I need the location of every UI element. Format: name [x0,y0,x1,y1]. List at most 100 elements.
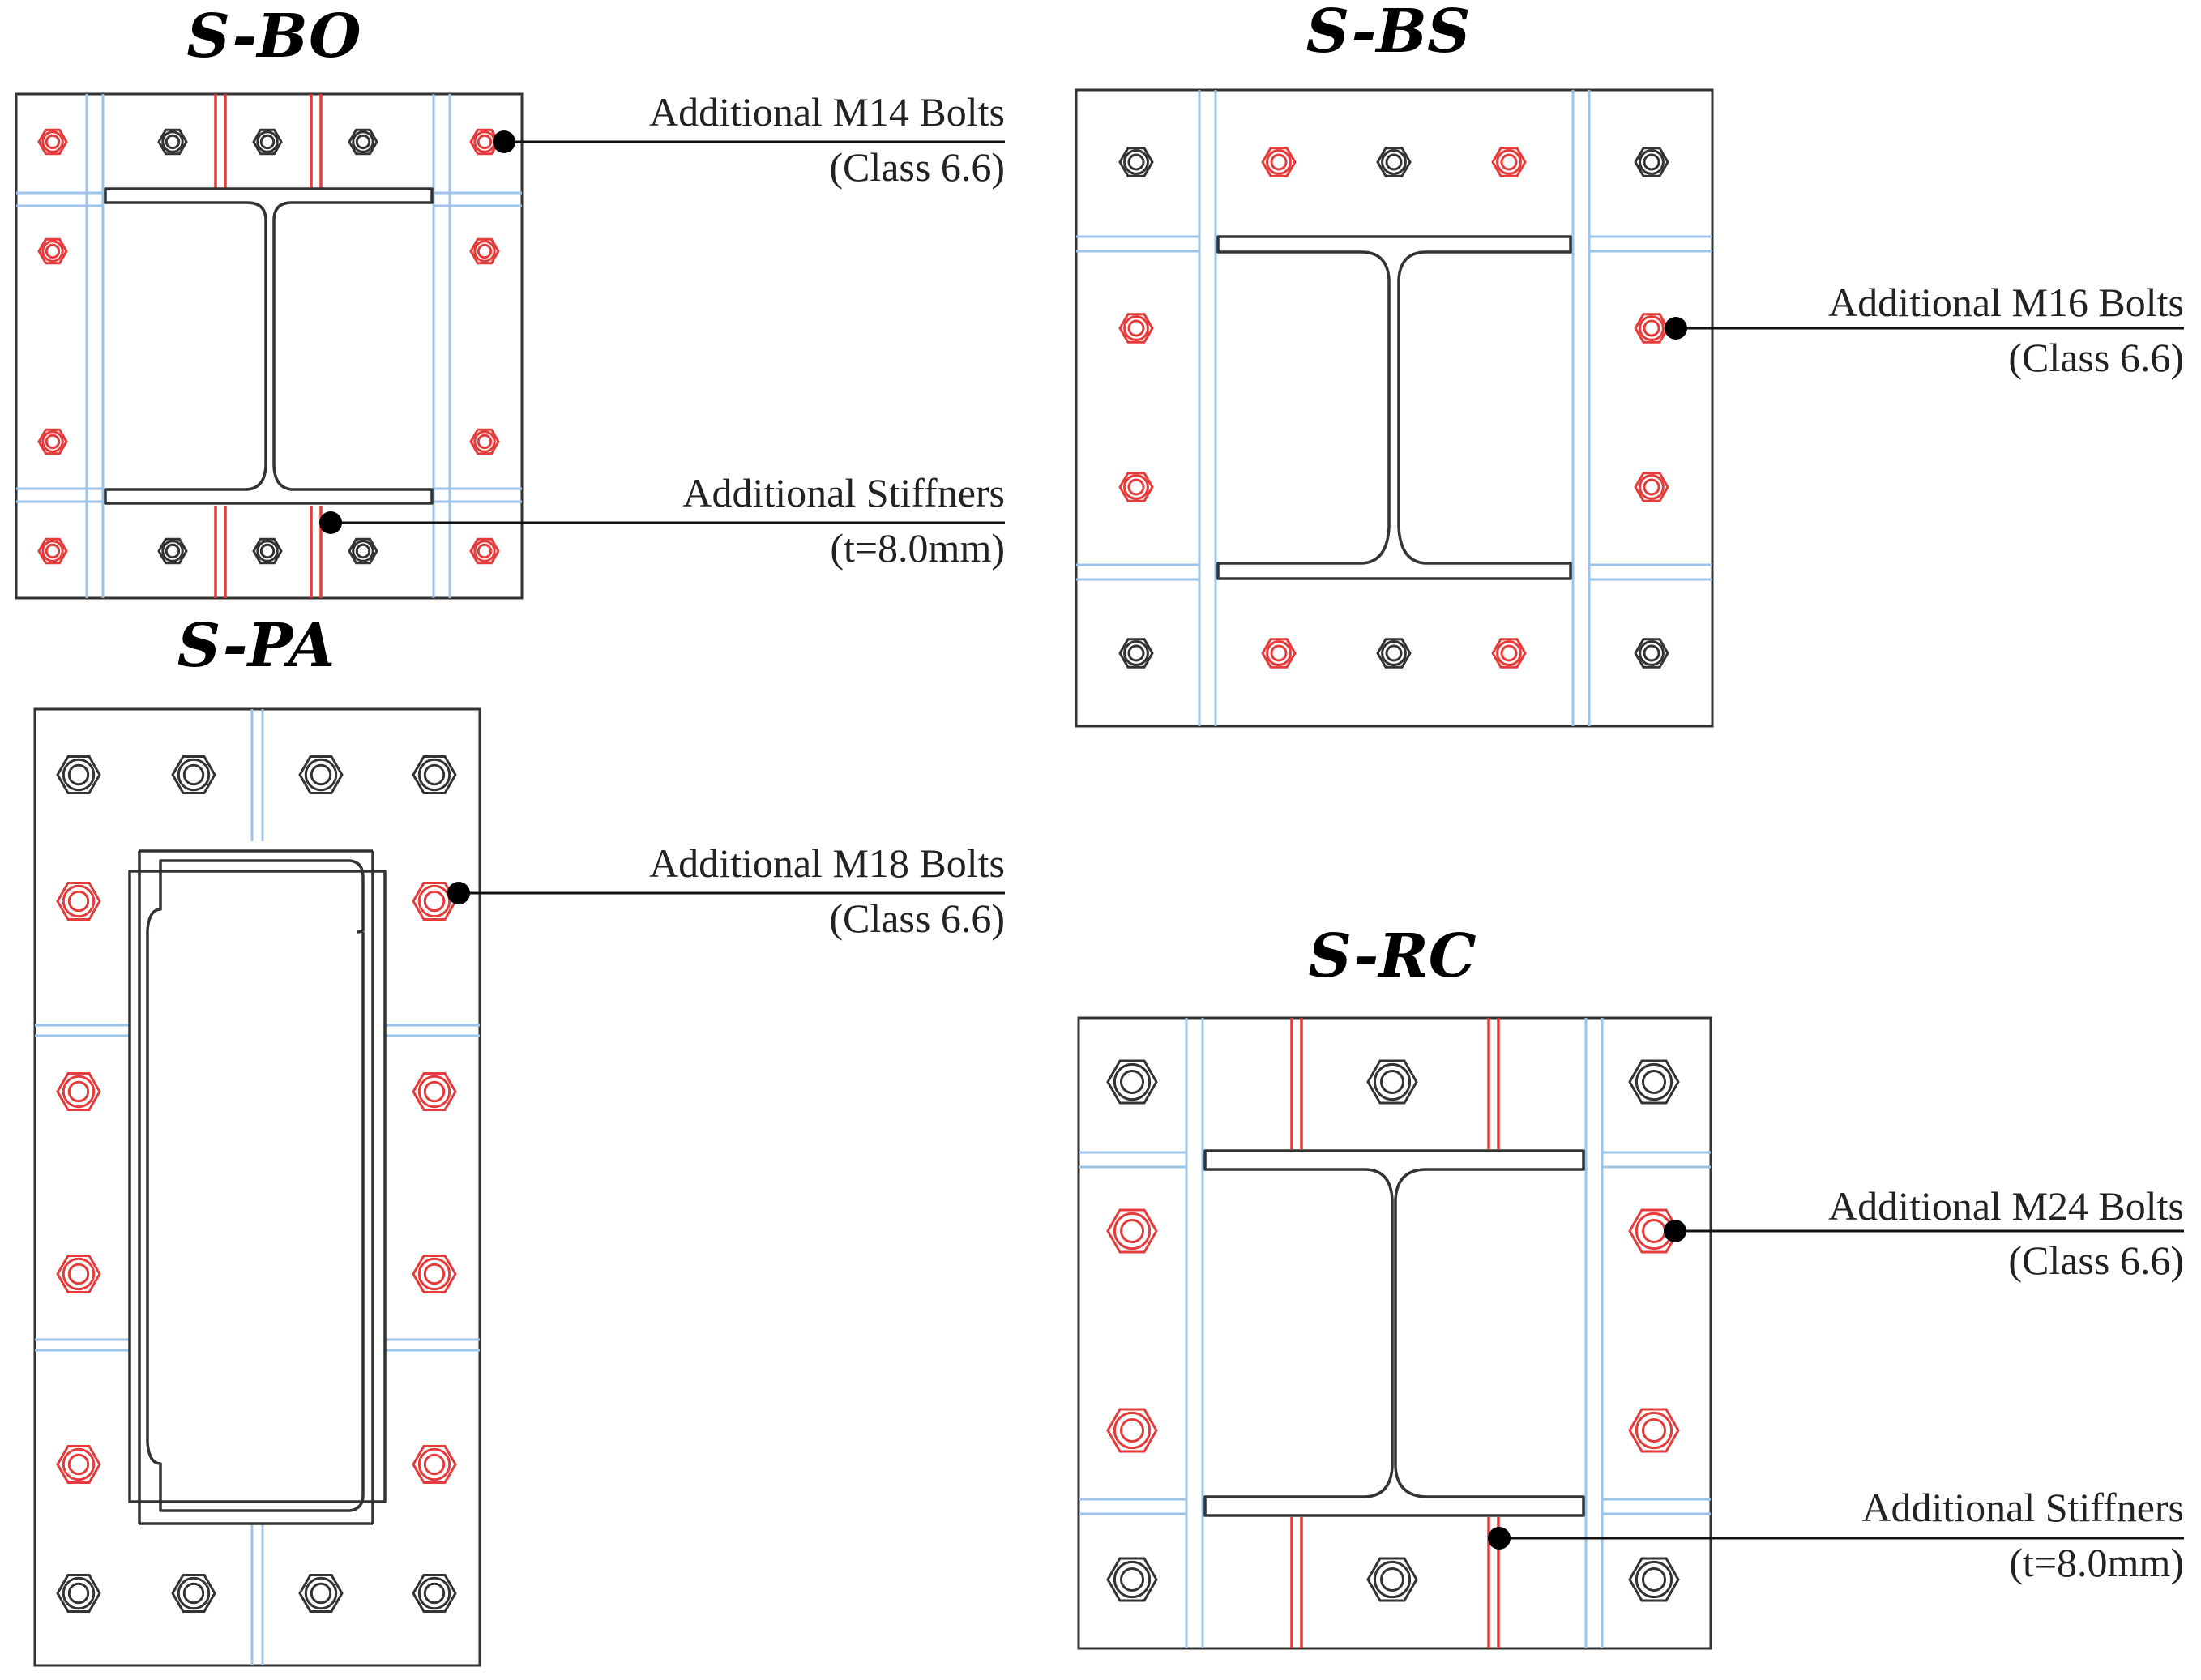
bolt-note-s-bo-line2: (Class 6.6) [829,144,1005,190]
additional-bolt-icon [56,882,101,921]
panel-title-s-bs: S-BS [1306,0,1471,66]
additional-bolt-icon [1106,1408,1158,1453]
additional-bolt-icon [1491,147,1527,177]
additional-bolt-icon [56,1255,101,1293]
existing-bolt-icon [1376,147,1412,177]
panel-s-rc: S-RC [1077,921,2184,1650]
additional-bolt-icon [37,428,68,455]
additional-bolt-icon [37,537,68,565]
existing-bolt-icon [1634,147,1669,177]
gridlines-s-bs [1076,90,1712,726]
bolt-group-s-pa [56,755,457,1613]
existing-bolt-icon [252,128,283,156]
additional-bolt-icon [56,1072,101,1111]
existing-bolt-icon [348,537,378,565]
additional-bolt-icon [469,537,500,565]
gridlines-s-bo [16,94,522,598]
additional-bolt-icon [412,1445,457,1484]
bolt-note-s-pa-line1: Additional M18 Bolts [649,840,1005,886]
bolt-note-s-bs-line2: (Class 6.6) [2008,335,2184,380]
panel-s-pa: S-PA Additional M18 [33,611,1005,1667]
panel-s-bo: S-BO [15,2,1005,600]
existing-bolt-icon [1106,1059,1158,1105]
bolt-note-s-rc-line2: (Class 6.6) [2008,1238,2184,1283]
i-beam-section-s-bo [104,187,434,505]
additional-bolt-icon [412,882,457,921]
additional-bolt-icon [1261,638,1297,669]
existing-bolt-icon [1634,638,1669,669]
stiffener-note-s-bo-line1: Additional Stiffners [682,470,1005,515]
end-plate-s-pa [33,707,481,1667]
leader-dot [319,511,342,534]
existing-bolt-icon [1118,147,1154,177]
bolt-group-s-bs [1118,147,1669,669]
bolt-note-s-rc-line1: Additional M24 Bolts [1828,1183,2184,1229]
bolt-callout-s-bs: Additional M16 Bolts (Class 6.6) [1665,280,2184,380]
stiffeners-s-bo [214,94,323,598]
existing-bolt-icon [252,537,283,565]
stiffener-note-s-bo-line2: (t=8.0mm) [830,525,1005,571]
gridlines-s-rc [1079,1018,1711,1648]
existing-bolt-icon [1628,1557,1680,1602]
leader-dot [1488,1527,1511,1550]
additional-bolt-icon [37,237,68,265]
additional-bolt-icon [469,428,500,455]
existing-bolt-icon [56,1574,101,1613]
stiffeners-s-rc [1290,1018,1500,1648]
bolt-note-s-bs-line1: Additional M16 Bolts [1828,280,2184,325]
bolt-note-s-pa-line2: (Class 6.6) [829,896,1005,941]
channel-section-s-pa [128,849,387,1525]
existing-bolt-icon [298,1574,344,1613]
existing-bolt-icon [171,1574,216,1613]
existing-bolt-icon [157,537,188,565]
existing-bolt-icon [171,755,216,794]
bolt-group-s-bo [37,128,500,565]
end-plate-s-bs [1075,88,1714,728]
stiffener-note-s-rc-line1: Additional Stiffners [1861,1485,2184,1530]
existing-bolt-icon [1366,1059,1418,1105]
stiffener-callout-s-bo: Additional Stiffners (t=8.0mm) [319,470,1005,571]
additional-bolt-icon [56,1445,101,1484]
additional-bolt-icon [1628,1408,1680,1453]
existing-bolt-icon [1376,638,1412,669]
i-beam-section-s-bs [1216,235,1572,580]
leader-dot [493,130,515,153]
additional-bolt-icon [1118,472,1154,502]
panel-title-s-rc: S-RC [1308,921,1476,991]
additional-bolt-icon [412,1255,457,1293]
existing-bolt-icon [1118,638,1154,669]
existing-bolt-icon [298,755,344,794]
additional-bolt-icon [1261,147,1297,177]
existing-bolt-icon [1106,1557,1158,1602]
existing-bolt-icon [1628,1059,1680,1105]
bolt-callout-s-rc: Additional M24 Bolts (Class 6.6) [1664,1183,2184,1283]
existing-bolt-icon [157,128,188,156]
additional-bolt-icon [1106,1208,1158,1254]
leader-dot [1665,317,1687,340]
additional-bolt-icon [1491,638,1527,669]
additional-bolt-icon [37,128,68,156]
channel-inner-profile [146,859,365,1512]
leader-dot [1664,1220,1686,1242]
panel-title-s-bo: S-BO [186,2,361,71]
additional-bolt-icon [469,237,500,265]
leader-dot [447,882,470,904]
bolt-callout-s-pa: Additional M18 Bolts (Class 6.6) [447,840,1005,941]
existing-bolt-icon [56,755,101,794]
additional-bolt-icon [1634,313,1669,344]
stiffener-callout-s-rc: Additional Stiffners (t=8.0mm) [1488,1485,2184,1585]
end-plate-s-rc [1077,1016,1712,1650]
existing-bolt-icon [1366,1557,1418,1602]
bolt-note-s-bo-line1: Additional M14 Bolts [649,89,1005,135]
stiffener-note-s-rc-line2: (t=8.0mm) [2009,1540,2184,1585]
additional-bolt-icon [1118,313,1154,344]
gridlines-s-pa [35,709,480,1665]
existing-bolt-icon [412,1574,457,1613]
existing-bolt-icon [412,755,457,794]
i-beam-section-s-rc [1203,1149,1585,1517]
additional-bolt-icon [1634,472,1669,502]
panel-title-s-pa: S-PA [177,611,335,681]
outer-channel-outline [128,870,387,1503]
bolt-callout-s-bo: Additional M14 Bolts (Class 6.6) [493,89,1005,190]
